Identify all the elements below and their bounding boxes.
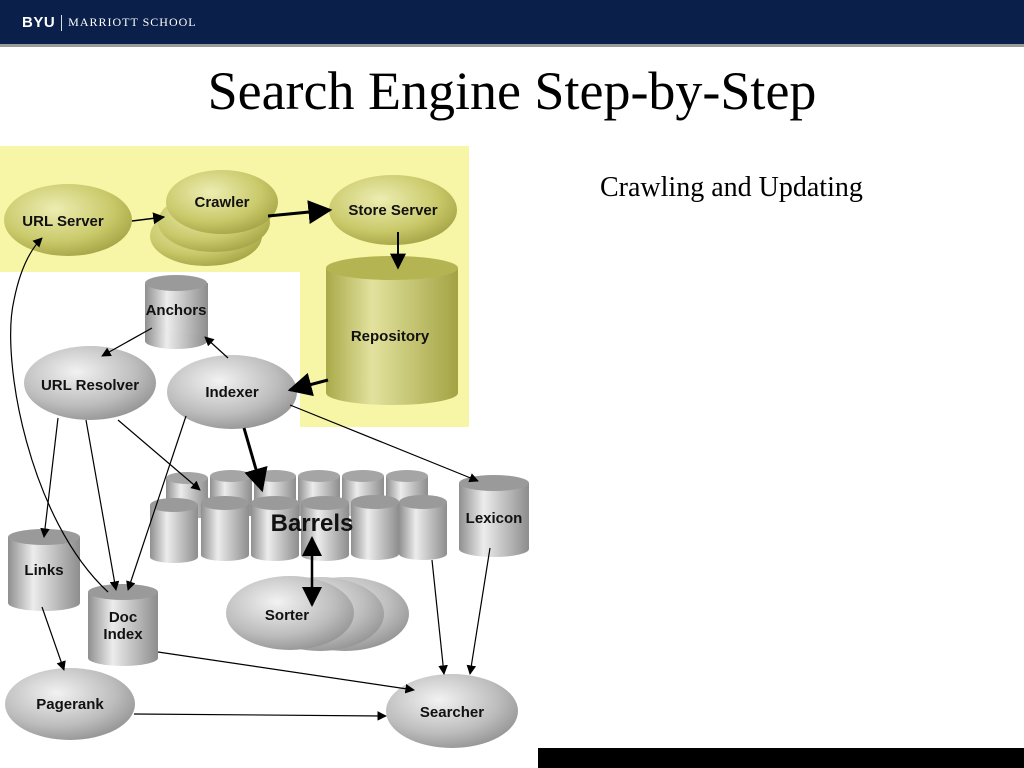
indexer-label: Indexer xyxy=(205,384,259,401)
crawler-node: Crawler xyxy=(150,170,278,266)
edge-urlresolver-barrels xyxy=(117,419,201,491)
brand-sub-text: MARRIOTT SCHOOL xyxy=(68,15,197,29)
edge-lexicon-searcher xyxy=(466,547,491,675)
searcher-label: Searcher xyxy=(420,704,484,721)
url-resolver-label: URL Resolver xyxy=(41,377,139,394)
searcher-node: Searcher xyxy=(386,674,518,748)
edge-repository-indexer xyxy=(287,372,329,397)
sorter-label: Sorter xyxy=(265,607,309,624)
doc-index-label-line1: Doc xyxy=(109,609,137,626)
barrels-label: Barrels xyxy=(271,510,354,537)
repository-node: Repository xyxy=(326,256,458,405)
pagerank-label: Pagerank xyxy=(36,696,104,713)
url-server-node: URL Server xyxy=(4,184,132,256)
store-server-node: Store Server xyxy=(329,175,457,245)
edge-indexer-barrels xyxy=(242,427,268,493)
edge-urlresolver-docindex xyxy=(85,419,120,591)
edge-urlresolver-links xyxy=(40,417,59,538)
edge-crawler-storeserver xyxy=(267,200,333,225)
doc-index-node: Doc Index xyxy=(88,584,158,666)
store-server-label: Store Server xyxy=(348,202,437,219)
brand-main-text: BYU xyxy=(22,14,56,31)
url-server-label: URL Server xyxy=(22,213,104,230)
sorter-node: Sorter xyxy=(226,576,409,651)
crawler-label: Crawler xyxy=(194,194,249,211)
anchors-node: Anchors xyxy=(145,275,208,349)
header-bar xyxy=(0,0,1024,44)
edge-docindex-searcher xyxy=(157,651,415,694)
brand-separator xyxy=(61,14,63,31)
diagram-edges xyxy=(10,200,491,721)
edge-docindex-urlserver xyxy=(10,237,109,593)
links-label: Links xyxy=(24,562,63,579)
slide-subtitle: Crawling and Updating xyxy=(600,172,863,203)
edge-links-pagerank xyxy=(41,606,66,671)
barrels-front-row xyxy=(150,495,447,563)
edge-pagerank-searcher xyxy=(133,711,387,721)
edge-barrels-searcher xyxy=(431,559,448,675)
lexicon-node: Lexicon xyxy=(459,475,529,557)
links-node: Links xyxy=(8,529,80,611)
indexer-node: Indexer xyxy=(167,355,297,429)
edge-urlserver-crawler xyxy=(131,212,166,225)
doc-index-label-line2: Index xyxy=(103,626,143,643)
repository-label: Repository xyxy=(351,328,430,345)
edge-anchors-urlresolver xyxy=(101,327,153,357)
anchors-label: Anchors xyxy=(146,302,207,319)
edge-indexer-lexicon xyxy=(289,404,479,483)
footer-bar xyxy=(538,748,1024,768)
edge-indexer-docindex xyxy=(126,415,187,591)
url-resolver-node: URL Resolver xyxy=(24,346,156,420)
pagerank-node: Pagerank xyxy=(5,668,135,740)
lexicon-label: Lexicon xyxy=(466,510,523,527)
slide-title: Search Engine Step-by-Step xyxy=(207,61,817,121)
edge-indexer-anchors xyxy=(204,336,229,359)
header-divider xyxy=(0,44,1024,47)
barrels-node: Barrels xyxy=(150,470,447,563)
brand-logo: BYU MARRIOTT SCHOOL xyxy=(22,14,197,31)
